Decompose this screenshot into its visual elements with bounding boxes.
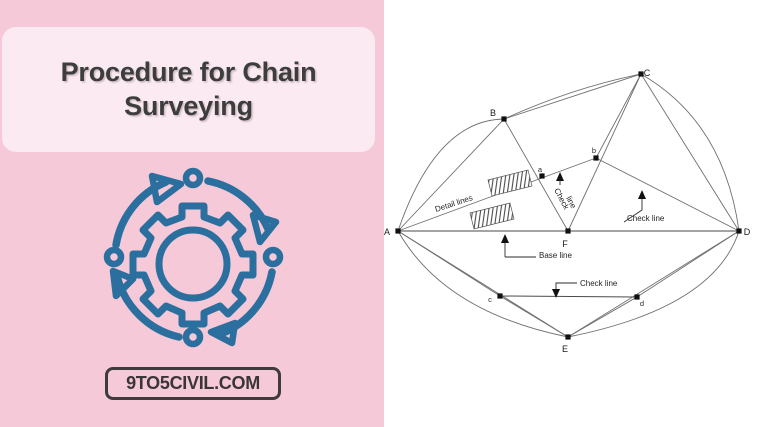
arrow-check-diagonal: [556, 172, 564, 181]
station-label-E: E: [562, 344, 568, 354]
cycle-dot-bottom: [182, 326, 204, 348]
station-node-B: [501, 116, 507, 122]
station-node-F: [565, 228, 571, 234]
line-B-F: [503, 118, 569, 232]
station-nodes: [395, 71, 742, 340]
survey-framework-lines: [397, 73, 740, 338]
line-B-C: [503, 73, 642, 120]
arrowhead-left: [109, 267, 137, 300]
base-line-label: Base line: [539, 251, 572, 260]
check-line-b-D: [595, 157, 740, 232]
annotation-leaders: [501, 172, 646, 298]
page-title: Procedure for Chain Surveying: [43, 56, 335, 124]
station-node-b: [593, 155, 599, 161]
station-label-D: D: [744, 227, 751, 237]
detail-hatched-blocks: [469, 169, 533, 230]
cycle-dot-left: [103, 246, 125, 268]
line-E-d: [567, 296, 638, 338]
station-node-a: [539, 173, 545, 179]
cycle-arc-bottom-right: [219, 268, 276, 337]
cycle-dots: [103, 167, 284, 348]
arrowhead-right: [249, 211, 280, 246]
station-node-E: [565, 334, 571, 340]
station-label-a: a: [538, 165, 543, 174]
station-node-A: [395, 228, 401, 234]
line-A-B: [397, 118, 505, 232]
cycle-dot-right: [262, 246, 284, 268]
station-label-c: c: [488, 295, 492, 304]
title-card: Procedure for Chain Surveying: [2, 27, 375, 152]
detail-hatch-block-lower: [469, 202, 515, 230]
cycle-dot-top: [182, 167, 204, 189]
boundary-B-C: [503, 73, 642, 120]
line-c-E: [499, 295, 569, 338]
station-label-b: b: [592, 146, 596, 155]
boundary-A-B: [397, 118, 505, 232]
station-label-F: F: [562, 239, 568, 249]
line-C-D: [640, 73, 740, 232]
station-node-D: [736, 228, 742, 234]
page-title-line-2: Surveying: [124, 90, 253, 121]
line-E-D: [567, 230, 740, 338]
arrow-base-line: [501, 234, 509, 243]
check-lines: [397, 157, 740, 298]
station-label-B: B: [490, 108, 496, 118]
station-node-C: [638, 71, 644, 77]
station-label-d: d: [640, 299, 644, 308]
cycle-arc-bottom-left: [113, 272, 183, 341]
gear-cycle-svg: [103, 167, 284, 348]
line-A-c: [397, 230, 501, 297]
line-d-D: [636, 230, 740, 298]
cycle-arc-top-left: [112, 178, 170, 249]
site-boundary-outline: [397, 73, 740, 338]
arrow-check-bottom: [552, 289, 560, 298]
arrowhead-top-left: [148, 172, 185, 206]
detail-hatch-block-upper: [487, 169, 533, 197]
boundary-C-D: [640, 73, 740, 232]
boundary-E-A: [397, 230, 569, 338]
line-C-F: [567, 73, 642, 232]
boundary-D-E: [567, 230, 740, 338]
leader-check-right: [623, 196, 643, 223]
station-node-d: [634, 294, 640, 300]
check-line-c-d: [499, 295, 638, 298]
check-line-label-bottom: Check line: [580, 279, 618, 288]
line-C-b: [595, 73, 642, 159]
station-node-c: [497, 293, 503, 299]
gear-cycle-icon: [95, 163, 291, 353]
arrow-check-right: [638, 190, 646, 199]
station-label-C: C: [644, 68, 651, 78]
station-labels: A B C D E Fa b c d: [384, 68, 751, 354]
check-line-label-right: Check line: [627, 214, 665, 223]
cycle-arrowheads: [109, 172, 280, 347]
page-title-line-1: Procedure for Chain: [60, 56, 317, 87]
arrowhead-bottom-right: [207, 319, 239, 347]
left-title-panel: Procedure for Chain Surveying: [0, 0, 384, 427]
site-watermark-label: 9TO5CIVIL.COM: [126, 373, 260, 393]
station-label-A: A: [384, 227, 390, 237]
site-watermark-badge[interactable]: 9TO5CIVIL.COM: [105, 367, 281, 400]
gear-shape: [129, 202, 257, 328]
